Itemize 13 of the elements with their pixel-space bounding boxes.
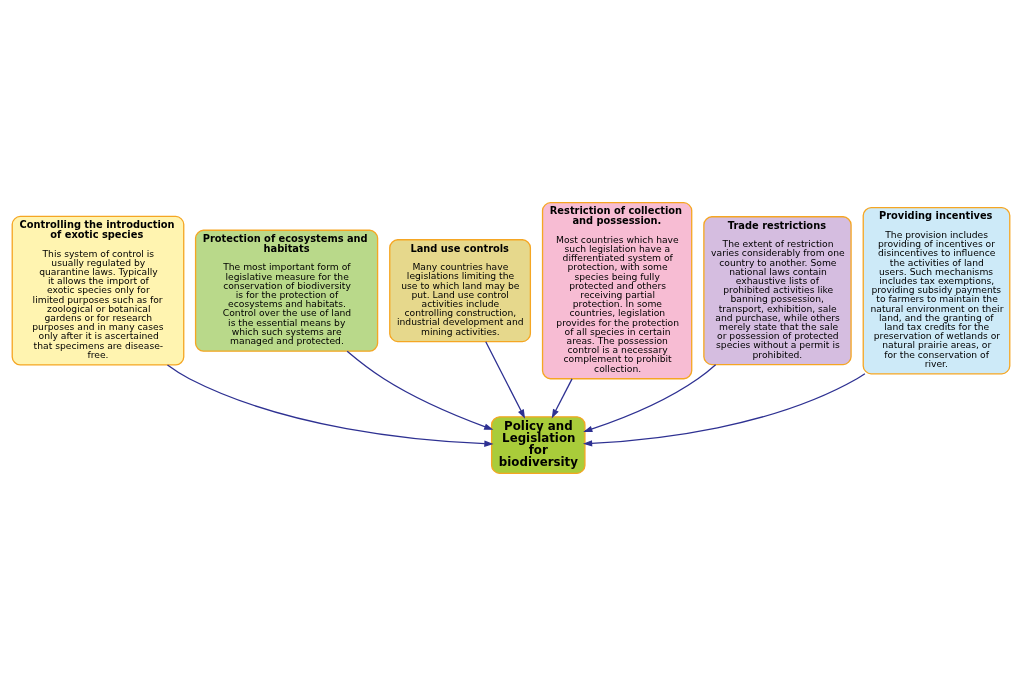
node-box: Providing incentives The provision includes providing of incentives or disincentives to influence the activities of land users. Such mechanisms includes tax exemptions, providing subsidy payments to farmers to maintain the natural environment on their land, and the granting of land tax credits for the preservation of wetlands or natural prairie areas, or for the conservation of river. bbox=[862, 206, 1011, 374]
arrow bbox=[551, 377, 573, 418]
node-box: Trade restrictions The extent of restriction varies considerably from one country to another. Some national laws contain exhaustive lists of prohibited activities like banning possession, transport, exhibition, sale and purchase, while others merely state that the sale or possession of protected species without a permit is prohibited. bbox=[703, 215, 852, 365]
node-box: Policy and Legislation for biodiversity bbox=[490, 415, 586, 474]
arrow bbox=[346, 350, 494, 430]
arrow bbox=[485, 340, 526, 419]
node-box: Land use controls Many countries have legislations limiting the use to which land may be put. Land use control activities include controlling construction, industrial development and mining activities. bbox=[389, 238, 532, 342]
arrow bbox=[582, 372, 866, 447]
node-box: Restriction of collection and possession. Most countries which have such legislation have a differentiated system of protection, with some species being fully protected and others receiving partial protection. In some countries, legislation provides for the protection of all species in certain areas. The possession control is a necessary complement to prohibit collection. bbox=[541, 201, 693, 379]
arrow bbox=[166, 363, 494, 447]
arrow bbox=[583, 363, 717, 432]
node-box: Controlling the introduction of exotic species This system of control is usually regulated by quarantine laws. Typically it allows the import of exotic species only for limited purposes such as for zoological or botanical gardens or for research purposes and in many cases only after it is ascertained that specimens are disease-free. bbox=[11, 215, 185, 366]
node-box: Protection of ecosystems and habitats The most important form of legislative measure for the conservation of biodiversity is for the protection of ecosystems and habitats. Control over the use of land is the essential means by which such systems are managed and protected. bbox=[194, 229, 379, 352]
